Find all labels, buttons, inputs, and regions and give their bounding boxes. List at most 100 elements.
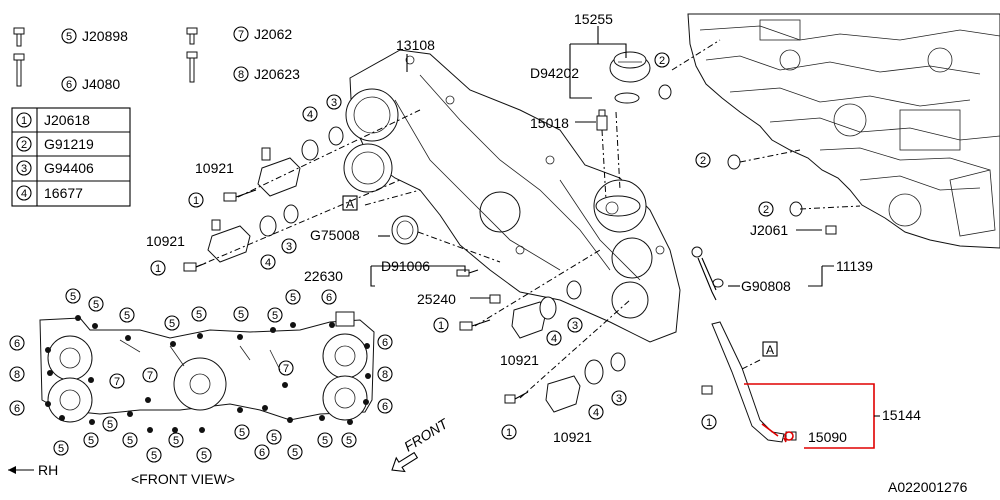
label-10921-middle: 10921	[146, 233, 185, 249]
reference-box-a-left: A	[342, 195, 358, 211]
svg-text:8: 8	[14, 369, 20, 381]
svg-text:8: 8	[382, 369, 388, 381]
callout-8-code: J20623	[254, 66, 300, 82]
svg-text:4: 4	[551, 333, 557, 345]
svg-text:4: 4	[307, 109, 313, 121]
key-row-4-code: 16677	[44, 185, 83, 201]
diagram-id: A022001276	[888, 479, 968, 495]
label-g75008: G75008	[310, 227, 360, 243]
marker-a-right: A	[766, 343, 774, 357]
svg-text:5: 5	[169, 318, 175, 330]
front-arrow-icon	[391, 451, 419, 473]
svg-text:6: 6	[382, 337, 388, 349]
leader-lines	[195, 26, 861, 399]
callout-circles: 5 6 7 8 4 3 1 4 3 1 2 2 2 1 4 3 4 3 1 1 …	[9, 26, 774, 463]
svg-text:5: 5	[346, 435, 352, 447]
key-row-3-num: 3	[21, 163, 27, 175]
svg-text:1: 1	[506, 427, 512, 439]
oil-control-valve-middle-icon	[207, 219, 251, 263]
oil-control-valve-lower-icon	[511, 301, 547, 339]
svg-text:2: 2	[659, 55, 665, 67]
label-25240: 25240	[417, 291, 456, 307]
svg-text:1: 1	[193, 195, 199, 207]
svg-text:6: 6	[66, 79, 72, 91]
label-d91006: D91006	[381, 258, 430, 274]
svg-text:5: 5	[58, 443, 64, 455]
svg-text:5: 5	[238, 309, 244, 321]
reference-box-a-right: A	[762, 341, 778, 357]
svg-text:3: 3	[572, 320, 578, 332]
label-13108: 13108	[396, 37, 435, 53]
oil-control-valve-bottom-icon	[545, 375, 581, 413]
label-22630: 22630	[304, 268, 343, 284]
key-row-3-code: G94406	[44, 160, 94, 176]
oil-control-valve-upper-icon	[257, 147, 301, 197]
front-view-bolts	[45, 315, 371, 433]
label-11139: 11139	[836, 258, 873, 274]
key-row-2-num: 2	[21, 139, 27, 151]
label-d94202: D94202	[530, 65, 579, 81]
svg-text:5: 5	[201, 450, 207, 462]
label-10921-upper: 10921	[195, 160, 234, 176]
oil-filler-cap-icon	[609, 51, 651, 104]
svg-text:6: 6	[14, 338, 20, 350]
label-15144: 15144	[882, 407, 921, 423]
svg-text:5: 5	[124, 310, 130, 322]
front-view-title: <FRONT VIEW>	[131, 471, 235, 487]
label-j2061: J2061	[750, 222, 788, 238]
oil-level-gauge-icon	[691, 246, 717, 301]
rh-label: RH	[38, 462, 58, 478]
label-10921-lower: 10921	[500, 352, 539, 368]
engine-block-illustration	[687, 13, 1000, 249]
svg-text:7: 7	[283, 363, 289, 375]
bolt-legend: J20898 J4080 J2062 J20623	[82, 26, 300, 92]
svg-text:1: 1	[155, 263, 161, 275]
svg-text:5: 5	[271, 432, 277, 444]
svg-text:4: 4	[593, 407, 599, 419]
svg-text:7: 7	[147, 370, 153, 382]
label-g90808: G90808	[741, 278, 791, 294]
front-direction-label: FRONT	[401, 415, 452, 455]
svg-text:5: 5	[292, 447, 298, 459]
key-table: 1 2 3 4 J20618 G91219 G94406 16677	[11, 107, 131, 207]
svg-text:2: 2	[763, 204, 769, 216]
o-ring-icons	[259, 84, 803, 385]
rh-arrow-icon	[8, 466, 34, 474]
svg-text:5: 5	[151, 450, 157, 462]
svg-text:7: 7	[114, 376, 120, 388]
key-row-2-code: G91219	[44, 136, 94, 152]
svg-text:5: 5	[196, 309, 202, 321]
label-10921-bottom: 10921	[553, 429, 592, 445]
oil-pressure-switch-icon	[596, 109, 608, 131]
svg-text:5: 5	[173, 435, 179, 447]
svg-text:3: 3	[331, 97, 337, 109]
svg-text:1: 1	[438, 320, 444, 332]
svg-text:5: 5	[239, 427, 245, 439]
svg-text:6: 6	[259, 447, 265, 459]
svg-text:5: 5	[107, 419, 113, 431]
svg-text:5: 5	[127, 435, 133, 447]
svg-text:5: 5	[70, 291, 76, 303]
svg-text:3: 3	[286, 241, 292, 253]
label-15090: 15090	[808, 429, 847, 445]
svg-text:2: 2	[700, 155, 706, 167]
callout-7-code: J2062	[254, 26, 292, 42]
svg-text:3: 3	[616, 393, 622, 405]
key-row-1-num: 1	[21, 115, 27, 127]
svg-text:5: 5	[322, 435, 328, 447]
oil-level-gauge-guide-icon	[711, 321, 797, 443]
svg-text:1: 1	[706, 417, 712, 429]
svg-text:5: 5	[66, 31, 72, 43]
label-15255: 15255	[574, 11, 613, 27]
svg-text:6: 6	[326, 292, 332, 304]
marker-a-left: A	[346, 197, 354, 211]
svg-text:8: 8	[238, 69, 244, 81]
front-view-illustration	[39, 311, 375, 423]
label-15018: 15018	[530, 115, 569, 131]
svg-text:6: 6	[14, 403, 20, 415]
callout-6-code: J4080	[82, 76, 120, 92]
part-labels: 13108 15255 D94202 15018 10921 10921 109…	[146, 11, 921, 445]
svg-text:7: 7	[238, 29, 244, 41]
svg-text:5: 5	[88, 435, 94, 447]
